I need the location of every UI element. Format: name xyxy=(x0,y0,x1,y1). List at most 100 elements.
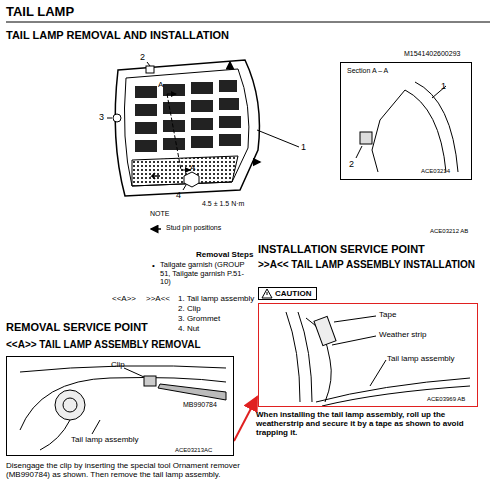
step-text: 4. Nut xyxy=(178,324,199,333)
service-mark: >>A<< xyxy=(146,294,170,303)
subheading: <<A>> TAIL LAMP ASSEMBLY REMOVAL xyxy=(6,339,201,351)
line-art xyxy=(405,90,446,172)
line-art xyxy=(135,140,157,152)
line-art xyxy=(6,22,490,23)
line-art xyxy=(262,289,272,298)
section-drawing xyxy=(356,82,458,172)
box-text: Tail lamp assembly xyxy=(71,435,139,444)
line-art xyxy=(360,132,372,144)
caution-figure-box: TapeWeather stripTail lamp assemblyACE03… xyxy=(258,303,478,407)
line-art xyxy=(92,420,100,434)
line-art xyxy=(191,118,213,130)
line-art xyxy=(20,378,226,431)
line-art xyxy=(132,156,238,186)
step-text: Tailgate garnish (GROUP 51, Tailgate gar… xyxy=(160,261,254,287)
line-art xyxy=(144,376,156,386)
steps-heading: Removal Steps xyxy=(196,250,253,259)
line-art xyxy=(152,173,160,179)
box-text: Tail lamp assembly xyxy=(387,354,455,363)
box-text: Clip xyxy=(111,360,125,369)
line-art xyxy=(372,90,405,172)
box-text: ACE03214 xyxy=(421,168,450,175)
line-art xyxy=(219,116,241,128)
line-art xyxy=(115,60,259,196)
section-heading: REMOVAL SERVICE POINT xyxy=(6,321,148,334)
step-text: 1. Tail lamp assembly xyxy=(178,294,254,303)
line-art xyxy=(135,86,157,98)
note-text: Stud pin positions xyxy=(166,224,221,232)
line-art xyxy=(55,390,85,420)
line-art xyxy=(257,130,299,147)
line-art xyxy=(113,114,121,122)
line-art xyxy=(163,102,185,114)
box-text: ACE03213AC xyxy=(175,447,212,454)
line-art xyxy=(163,84,185,96)
section-heading: INSTALLATION SERVICE POINT xyxy=(258,243,425,256)
line-art xyxy=(163,138,185,150)
subheading: >>A<< TAIL LAMP ASSEMBLY INSTALLATION xyxy=(258,259,490,271)
step-text: 2. Clip xyxy=(178,304,201,313)
line-art xyxy=(135,80,241,152)
line-art xyxy=(184,172,199,187)
line-art xyxy=(135,104,157,116)
line-art xyxy=(252,161,260,163)
line-art xyxy=(124,69,248,186)
caution-box: CAUTION xyxy=(258,287,317,300)
line-art xyxy=(181,170,190,171)
torque-value: 4.5 ± 1.5 N·m xyxy=(202,200,244,208)
line-art xyxy=(219,134,241,146)
line-art xyxy=(286,312,300,402)
line-art xyxy=(267,292,268,295)
line-art xyxy=(322,386,470,406)
removal-drawing xyxy=(20,366,226,450)
line-art xyxy=(191,82,213,94)
note-label: NOTE xyxy=(150,210,169,218)
box-text: MB990784 xyxy=(183,401,217,409)
line-art xyxy=(147,62,150,66)
box-text: 2 xyxy=(349,159,354,169)
step-text: 3. Grommet xyxy=(178,314,220,323)
line-art xyxy=(40,420,70,450)
callout-number: 4 xyxy=(176,190,181,200)
line-art xyxy=(316,378,470,402)
line-art xyxy=(151,228,161,230)
callout-number: 2 xyxy=(140,52,145,62)
section-view-box: Section A – A 1 2ACE03214 xyxy=(340,62,472,180)
removal-figure-box: ClipMB990784Tail lamp assemblyACE03213AC xyxy=(6,356,234,456)
line-art xyxy=(370,360,386,386)
box-text: 1 xyxy=(441,81,446,91)
line-art xyxy=(219,98,239,110)
line-art xyxy=(146,66,154,73)
box-text: Tape xyxy=(379,310,396,319)
line-art xyxy=(167,94,176,95)
page-title: TAIL LAMP xyxy=(6,5,74,20)
line-art xyxy=(124,368,144,377)
caution-text: When installing the tail lamp assembly, … xyxy=(256,410,490,438)
figure-id: ACE03212 AB xyxy=(430,228,468,235)
box-text: ACE03969 AB xyxy=(427,396,465,403)
callout-number: 3 xyxy=(99,112,104,122)
line-art xyxy=(135,122,157,134)
callout-number: 1 xyxy=(301,142,306,152)
line-art xyxy=(183,185,186,190)
line-art xyxy=(167,94,181,170)
line-art xyxy=(356,146,362,158)
document-id: M1541402600293 xyxy=(404,50,460,58)
line-art xyxy=(332,336,376,345)
bullet: • xyxy=(152,261,155,270)
service-mark: <<A>> xyxy=(112,294,136,303)
line-art xyxy=(219,80,237,92)
line-art xyxy=(229,62,231,70)
line-art xyxy=(334,316,376,322)
tail-lamp-drawing xyxy=(107,60,299,229)
line-art xyxy=(158,384,226,400)
line-art xyxy=(314,316,336,345)
line-art xyxy=(191,100,213,112)
body-text: Disengage the clip by inserting the spec… xyxy=(6,461,251,479)
box-text: CAUTION xyxy=(275,289,311,298)
box-text: Section A – A xyxy=(347,67,388,75)
installation-drawing xyxy=(286,312,470,406)
section-mark: A xyxy=(190,163,195,172)
pointer-arrow xyxy=(234,397,257,441)
